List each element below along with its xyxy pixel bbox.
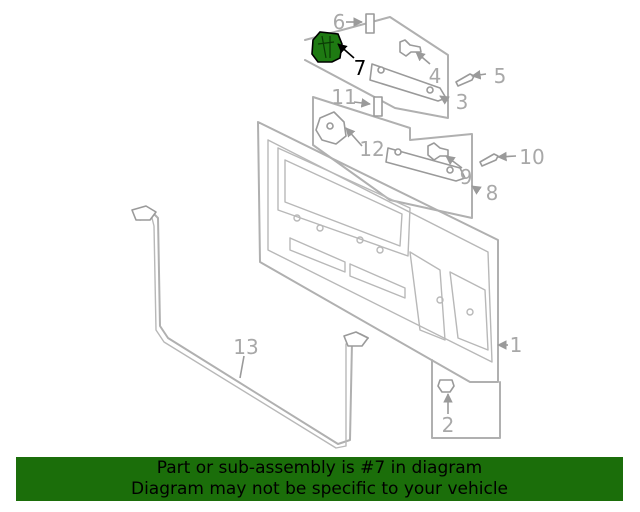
lower-hinge-group: [312, 96, 499, 219]
callout-7[interactable]: 7: [354, 56, 367, 80]
leader-lines: [239, 17, 517, 414]
callout-3: 3: [456, 90, 469, 114]
callout-13: 13: [233, 335, 258, 359]
parts-diagram: 6 7 4 5 3 11 12 10 9 8 13 1 2: [131, 10, 545, 449]
callout-8: 8: [486, 181, 499, 205]
callout-9: 9: [460, 165, 473, 189]
banner-line-2: Diagram may not be specific to your vehi…: [130, 479, 508, 499]
weatherstrip-seal: [131, 205, 369, 449]
callout-10: 10: [519, 145, 544, 169]
tailgate-panel: [257, 121, 499, 383]
callout-12: 12: [359, 137, 384, 161]
callout-11: 11: [331, 85, 356, 109]
part-7-highlighted[interactable]: [311, 31, 343, 63]
callout-5: 5: [494, 64, 507, 88]
info-banner: Part or sub-assembly is #7 in diagram Di…: [16, 457, 623, 501]
callout-1: 1: [510, 333, 523, 357]
callout-2: 2: [442, 413, 455, 437]
part-2-box: [431, 359, 501, 439]
callout-6: 6: [333, 10, 346, 34]
banner-line-1: Part or sub-assembly is #7 in diagram: [156, 458, 483, 478]
callout-4: 4: [429, 64, 442, 88]
